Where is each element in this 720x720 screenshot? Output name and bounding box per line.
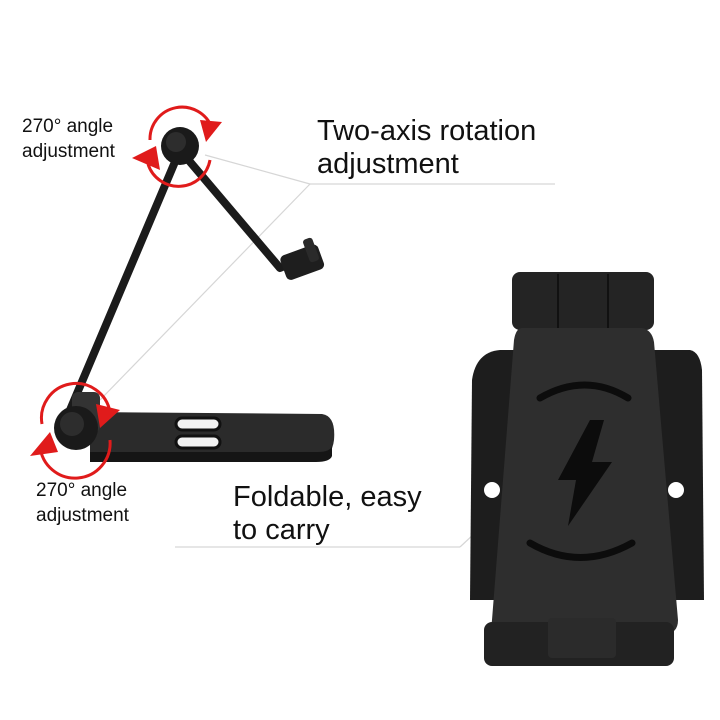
stand-side-view [54, 127, 335, 462]
stand-folded-view [470, 272, 704, 666]
foldable-label: Foldable, easy to carry [233, 481, 422, 548]
foldable-label-line1: Foldable, easy [233, 481, 422, 513]
lightning-bolt-icon [558, 420, 612, 526]
rotation-arrow-icon [38, 381, 112, 480]
two-axis-label-line2: adjustment [317, 148, 459, 181]
top-hinge-label: 270° angle adjustment [22, 116, 115, 163]
two-axis-label: Two-axis rotation adjustment [317, 115, 536, 182]
top-hinge-label-line1: 270° angle [22, 116, 114, 137]
bottom-hinge-label-line2: adjustment [36, 504, 129, 526]
two-axis-label-line1: Two-axis rotation [317, 115, 537, 147]
bottom-hinge-label: 270° angle adjustment [36, 480, 129, 527]
top-hinge-label-line2: adjustment [22, 140, 115, 162]
bottom-hinge-label-line1: 270° angle [36, 480, 128, 501]
foldable-label-line2: to carry [233, 514, 330, 547]
rotation-arrow-icon [146, 105, 214, 188]
